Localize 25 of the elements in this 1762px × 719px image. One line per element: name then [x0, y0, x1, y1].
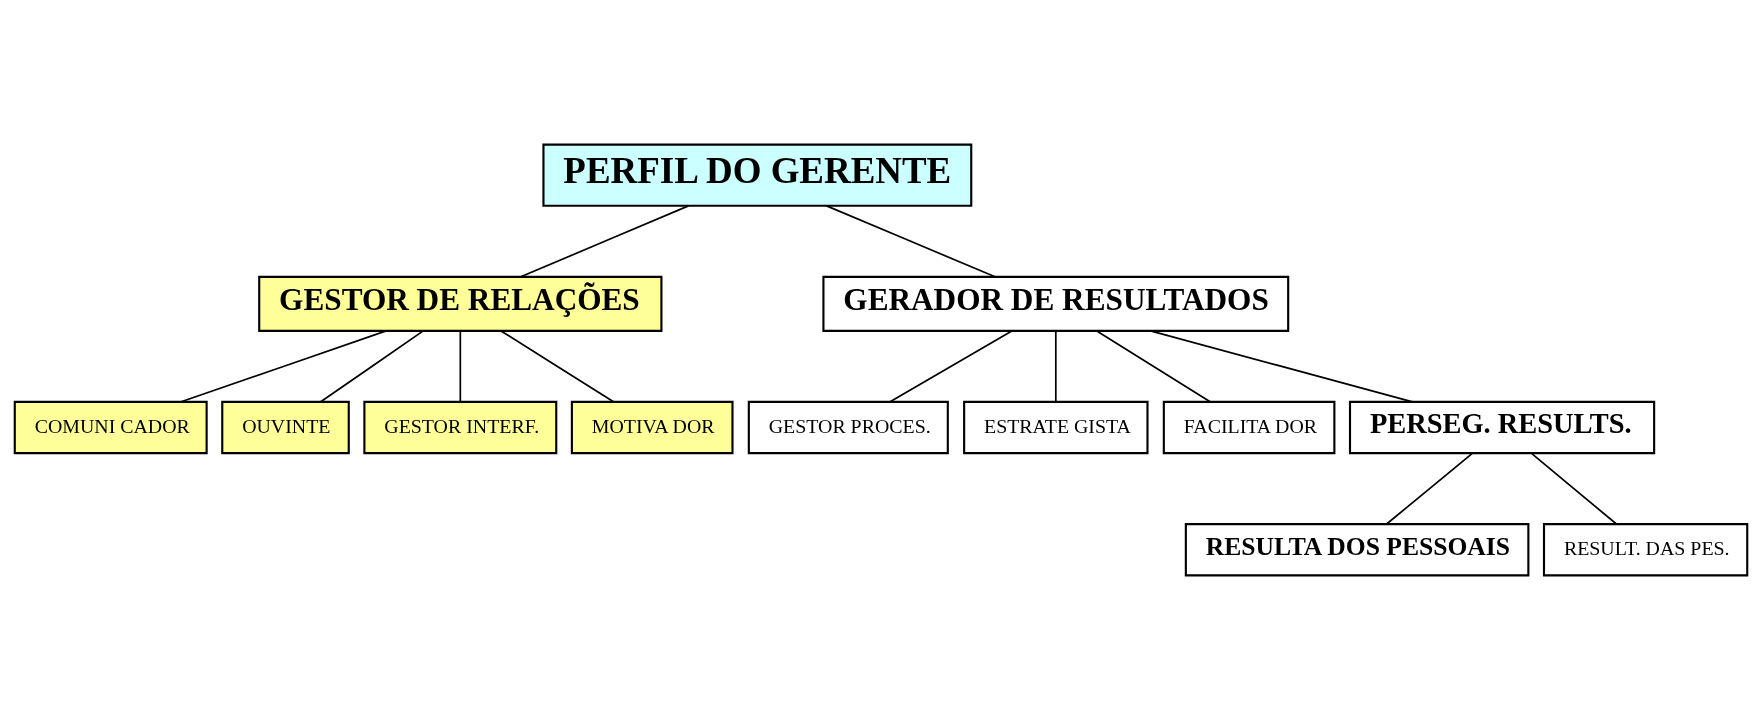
node-box: PERSEG. RESULTS.: [1348, 400, 1656, 454]
connector: [519, 204, 690, 278]
connector: [1149, 329, 1414, 403]
node-box: MOTIVA DOR: [570, 400, 734, 454]
node-box: RESULT. DAS PES.: [1542, 522, 1749, 576]
connector: [180, 329, 388, 403]
connector: [1530, 452, 1618, 525]
connector: [825, 204, 996, 278]
connector: [889, 329, 1013, 403]
node-box: OUVINTE: [221, 400, 350, 454]
node-box: ESTRATE GISTA: [963, 400, 1149, 454]
node-box: FACILITA DOR: [1162, 400, 1336, 454]
node-box: COMUNI CADOR: [13, 400, 208, 454]
node-box: RESULTA DOS PESSOAIS: [1184, 522, 1530, 576]
connector: [1054, 329, 1057, 403]
node-box: GESTOR INTERF.: [363, 400, 558, 454]
node-box: GESTOR DE RELAÇÕES: [258, 275, 663, 332]
node-box: GESTOR PROCES.: [747, 400, 949, 454]
node-box: GERADOR DE RESULTADOS: [822, 275, 1290, 332]
connector: [459, 329, 462, 403]
connector: [319, 329, 425, 403]
node-box: PERFIL DO GERENTE: [542, 143, 973, 207]
connector: [1095, 329, 1211, 403]
connector: [500, 329, 615, 403]
connector: [1385, 452, 1473, 525]
